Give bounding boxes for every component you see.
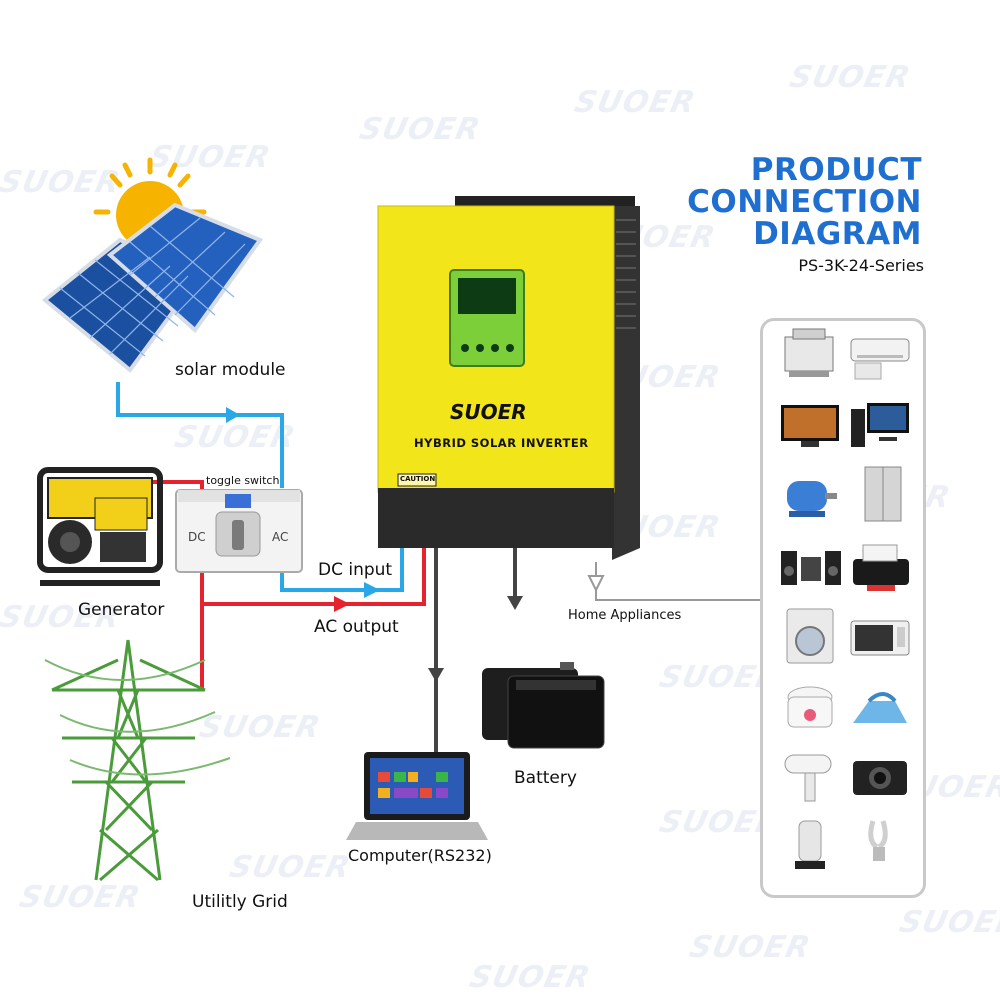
signal-lines [434,548,517,752]
dc-label: DC [188,530,206,544]
utility-grid-label: Utilitly Grid [192,892,288,912]
appliance-line [595,562,762,601]
model-subtitle: PS-3K-24-Series [798,256,924,275]
appliances-grid [781,328,910,869]
microwave-icon [850,620,910,656]
ac-lines [150,480,426,690]
caution-label: CAUTION [400,475,436,483]
printer-icon [784,328,834,377]
motor-icon [787,481,837,517]
dc-input-arrow [364,582,380,598]
battery-arrow [507,596,523,610]
title-line-1: PRODUCT [750,152,922,188]
appliance-arrow [587,575,605,593]
appliances-panel [760,318,926,898]
dc-lines [116,382,404,592]
photo-printer-icon [853,544,909,591]
inverter-device [377,196,640,560]
transmission-tower-icon [44,639,231,882]
title-line-2: CONNECTION [687,184,922,220]
air-conditioner-icon [850,338,910,380]
dc-input-label: DC input [318,560,393,580]
ac-output-arrow [334,596,350,612]
battery-label: Battery [514,768,577,788]
solar-module-label: solar module [175,360,286,380]
solar-panel-icon [41,202,264,373]
computer-arrow [428,668,444,682]
desktop-icon [851,403,909,447]
bulb-icon [868,820,888,861]
generator-icon [37,467,163,586]
dc-arrow [226,407,240,423]
toggle-switch-icon [175,489,303,573]
generator-label: Generator [78,600,165,620]
camera-icon [853,761,907,795]
stereo-icon [781,551,841,585]
juicer-icon [795,820,825,869]
iron-icon [853,692,907,723]
fridge-icon [864,466,902,522]
laptop-icon [346,752,488,840]
washer-icon [786,608,834,664]
toggle-switch-label: toggle switch [206,474,280,487]
hair-dryer-icon [784,754,832,802]
rice-cooker-icon [787,686,833,728]
ac-label: AC [272,530,289,544]
inverter-name: HYBRID SOLAR INVERTER [414,436,589,450]
computer-label: Computer(RS232) [348,846,492,865]
inverter-brand: SUOER [450,400,527,424]
ac-output-label: AC output [314,617,399,637]
title-line-3: DIAGRAM [753,216,922,252]
home-appliances-label: Home Appliances [568,608,682,623]
battery-icon [482,662,605,749]
tv-icon [781,405,839,447]
